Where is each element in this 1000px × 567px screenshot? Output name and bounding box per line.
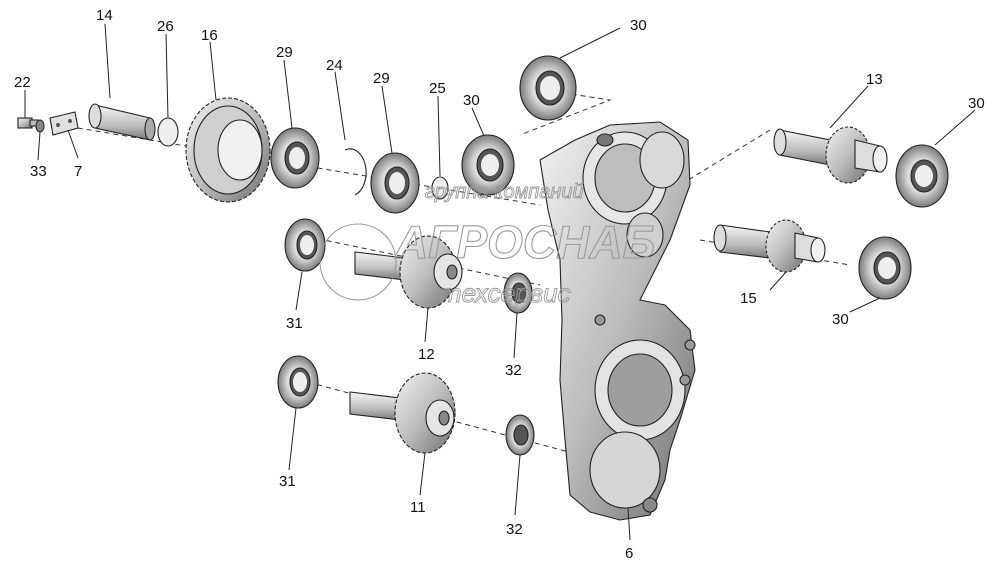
callout-label: 13: [866, 71, 883, 88]
bearing-29-b: [370, 152, 420, 214]
bolt-22: [17, 117, 39, 129]
callout-label: 30: [968, 95, 985, 112]
bearing-30-right-bottom: [858, 236, 912, 300]
plate-7: [49, 111, 79, 136]
callout-label: 29: [373, 70, 390, 87]
watermark-line-3: техсервис: [440, 278, 571, 308]
callout-label: 29: [276, 44, 293, 61]
gear-16: [185, 97, 271, 203]
callout-label: 24: [326, 57, 343, 74]
watermark-emblem: [319, 223, 397, 301]
bearing-31-upper: [284, 218, 326, 272]
ring-25: [431, 176, 449, 200]
callout-label: 11: [410, 499, 426, 516]
callout-label: 31: [286, 315, 303, 332]
bearing-30-center: [461, 134, 515, 196]
callout-label: 22: [14, 74, 31, 91]
callout-label: 31: [279, 473, 296, 490]
callout-label: 14: [96, 7, 113, 24]
callout-label: 15: [740, 290, 757, 307]
callout-label: 30: [630, 17, 647, 34]
watermark: группа компаний АГРОСНАБ техсервис: [319, 181, 656, 308]
axle-14: [88, 103, 156, 141]
callout-labels: 14 26 16 29 24 29 25 30 30 13 30 22 33 7…: [14, 7, 985, 562]
bearing-32-lower: [505, 414, 535, 456]
bearing-32-upper: [503, 272, 533, 314]
callout-label: 6: [625, 545, 633, 562]
shaft-gear-11: [349, 372, 456, 454]
callout-label: 12: [418, 346, 435, 363]
shaft-gear-12: [354, 235, 463, 309]
callout-label: 30: [832, 311, 849, 328]
callout-label: 26: [157, 18, 174, 35]
callout-label: 16: [201, 27, 218, 44]
callout-label: 7: [74, 163, 82, 180]
ring-26: [157, 117, 179, 147]
shaft-13: [773, 126, 888, 184]
gearbox-housing: [539, 121, 696, 521]
callout-label: 32: [506, 521, 523, 538]
callout-label: 30: [463, 92, 480, 109]
callout-label: 32: [505, 362, 522, 379]
callout-label: 25: [429, 80, 446, 97]
snap-ring-24: [344, 148, 367, 196]
bearing-29-a: [270, 127, 320, 189]
washer-33: [35, 119, 45, 133]
watermark-line-2: АГРОСНАБ: [394, 216, 655, 268]
bearing-30-top: [519, 55, 577, 121]
leader-lines: [24, 23, 976, 541]
shaft-15: [713, 219, 826, 273]
bearing-30-right-top: [895, 144, 949, 208]
watermark-line-1: группа компаний: [425, 181, 584, 203]
callout-label: 33: [30, 163, 47, 180]
bearing-31-lower: [277, 355, 319, 409]
